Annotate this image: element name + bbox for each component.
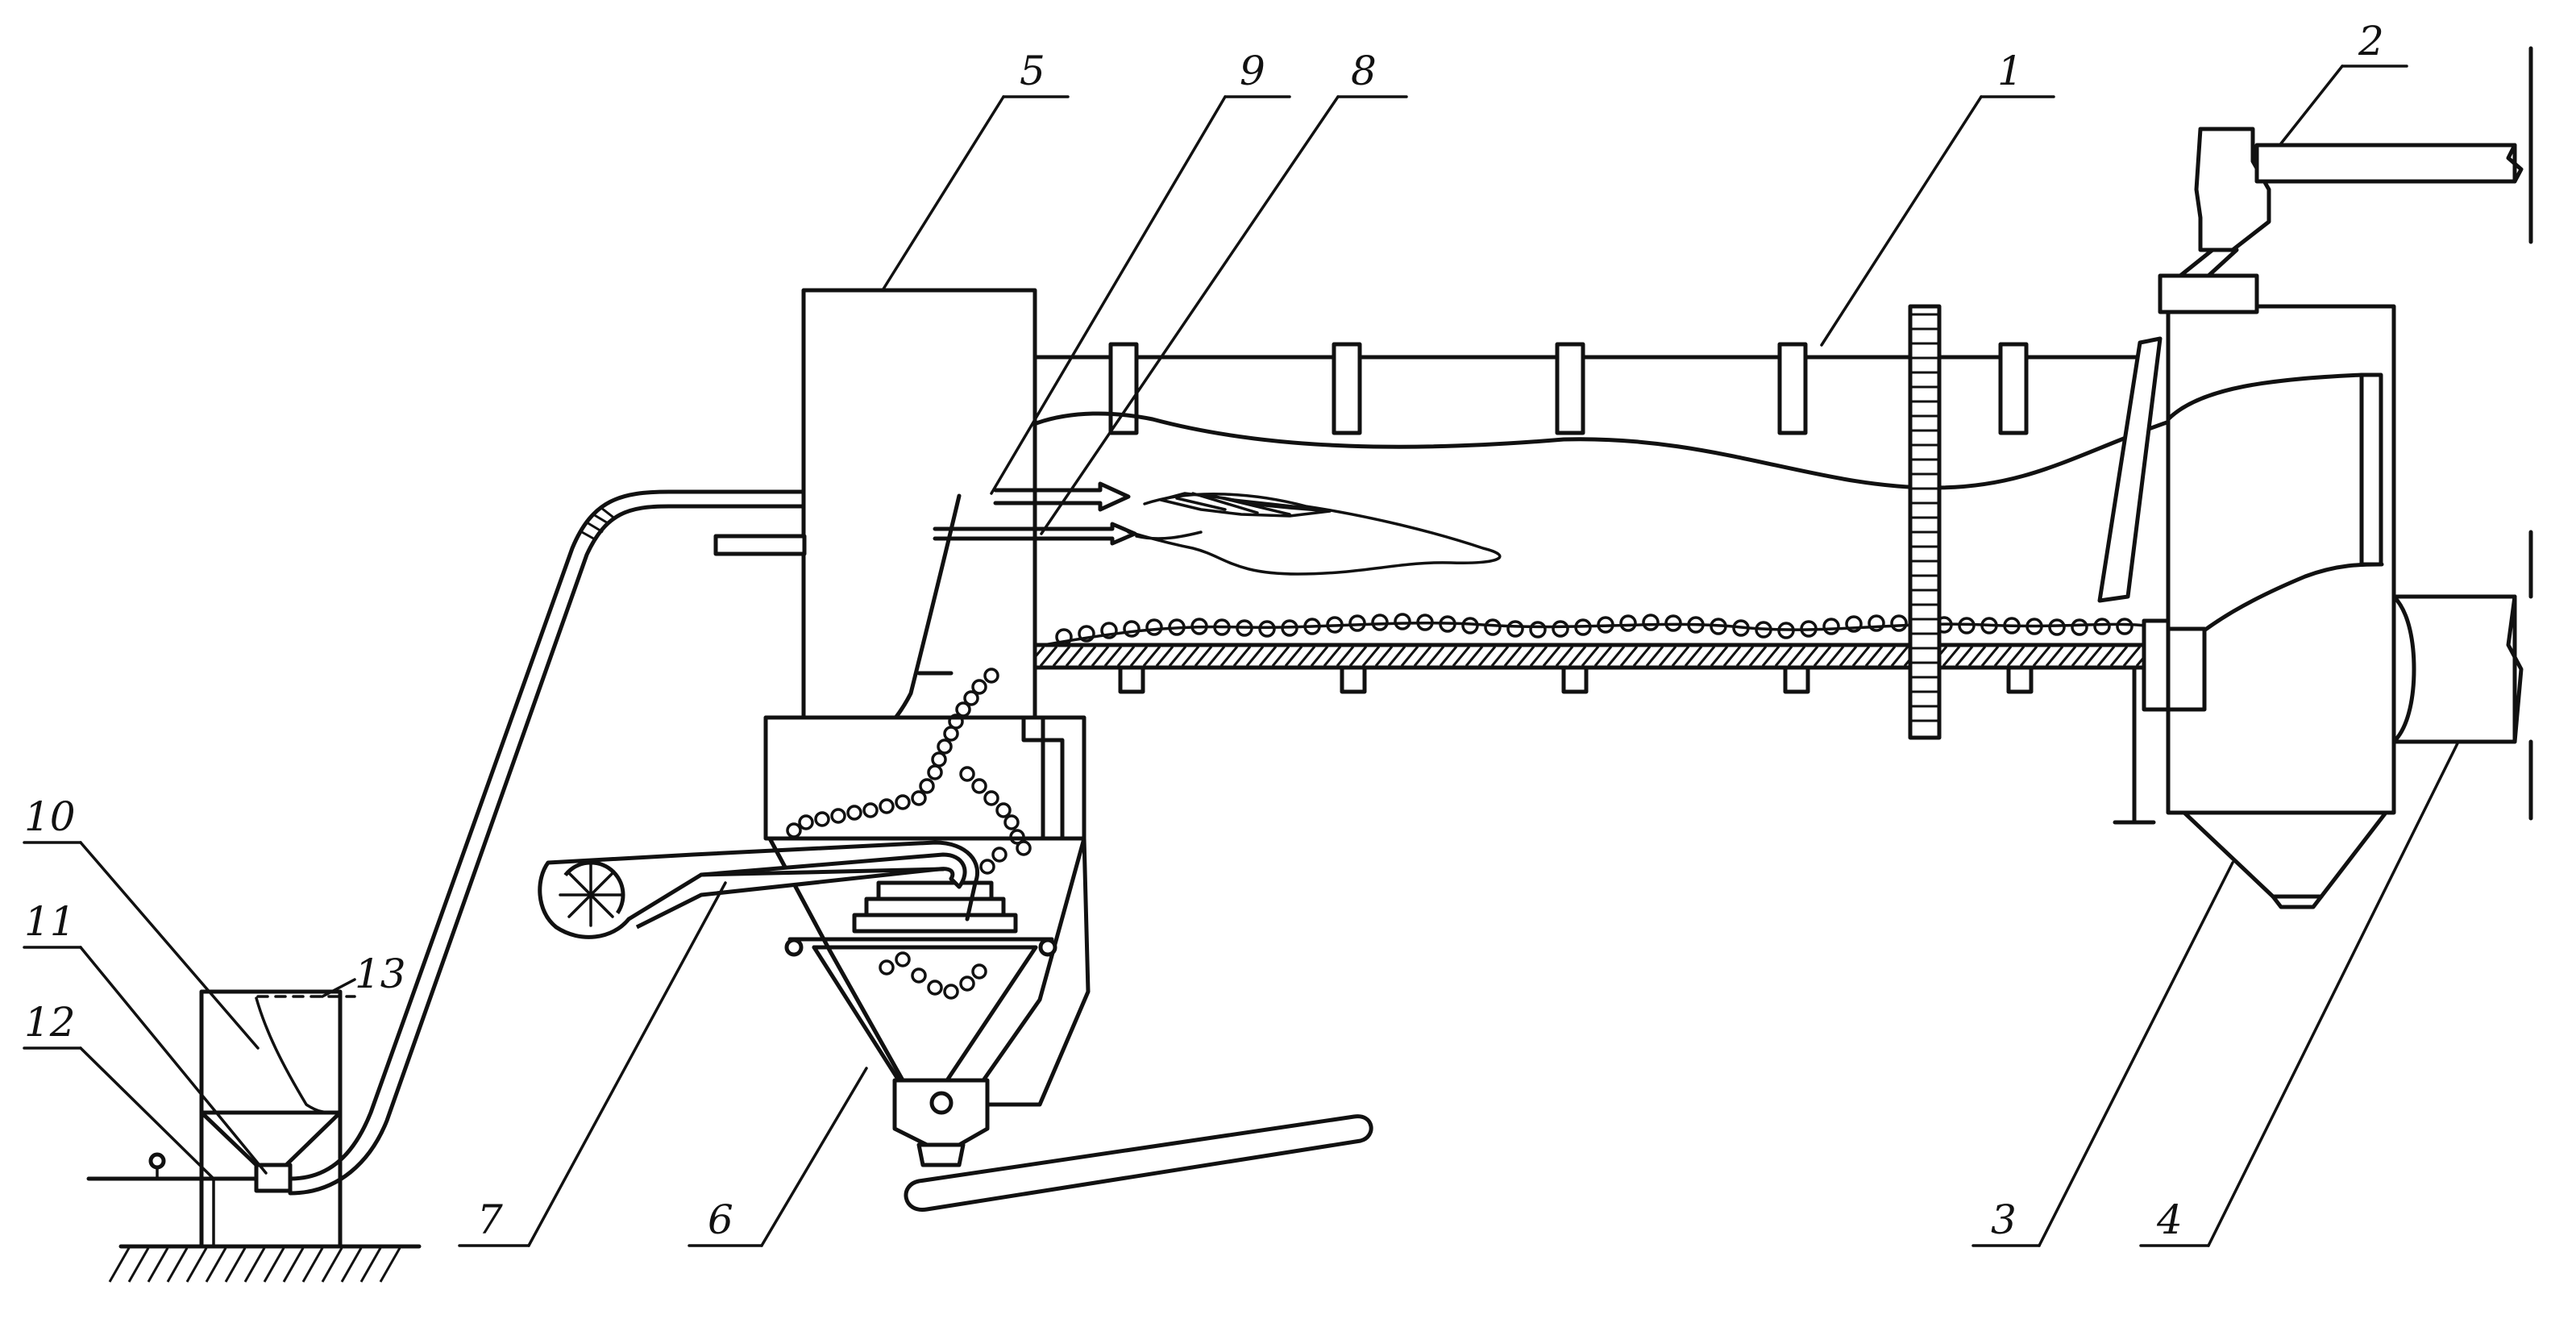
callout-3: 3	[1991, 1196, 2017, 1243]
callout-6: 6	[708, 1196, 733, 1243]
callout-1: 1	[1997, 48, 2023, 94]
callout-13: 13	[355, 951, 406, 997]
cooler-cone-hopper	[766, 669, 1088, 1165]
dust-chamber	[2100, 306, 2394, 907]
grate-plate	[866, 899, 1003, 915]
drum-foot	[2009, 668, 2031, 692]
callout-12: 12	[24, 999, 76, 1046]
callout-10: 10	[24, 793, 76, 840]
hatched-seal	[2168, 629, 2204, 709]
callout-7: 7	[477, 1196, 503, 1243]
callout-9: 9	[1240, 48, 1265, 94]
material-granules	[1057, 614, 2132, 644]
fuel-pipe	[290, 492, 804, 1193]
drum-foot	[1564, 668, 1586, 692]
hatched-seal	[2144, 621, 2168, 709]
drum-foot	[1120, 668, 1143, 692]
drum-ring	[1557, 344, 1583, 433]
hatched-wall	[2362, 375, 2381, 564]
drum-ring	[1111, 344, 1136, 433]
drum-ring	[1334, 344, 1360, 433]
callout-4: 4	[2156, 1196, 2183, 1243]
drum-foot	[1785, 668, 1808, 692]
exhaust-duct	[2394, 532, 2531, 818]
dust-hopper	[2184, 813, 2386, 897]
callout-8: 8	[1351, 48, 1377, 94]
callout-5: 5	[1020, 48, 1045, 94]
burner-pipe-outer	[716, 536, 804, 554]
feed-chute	[2100, 339, 2160, 601]
callout-11: 11	[24, 898, 76, 945]
drum-foot	[1342, 668, 1365, 692]
feed-duct	[2160, 48, 2531, 312]
ground-hatching	[110, 1248, 400, 1282]
grate-plate	[854, 915, 1016, 931]
burner-flame	[1128, 493, 1500, 574]
hatched-corner	[1024, 718, 1043, 740]
drive-gear-ring	[1910, 306, 1939, 738]
drum-ring	[1780, 344, 1805, 433]
fuel-bunker	[89, 992, 419, 1282]
drum-ring	[2001, 344, 2026, 433]
callout-2: 2	[2358, 18, 2384, 64]
